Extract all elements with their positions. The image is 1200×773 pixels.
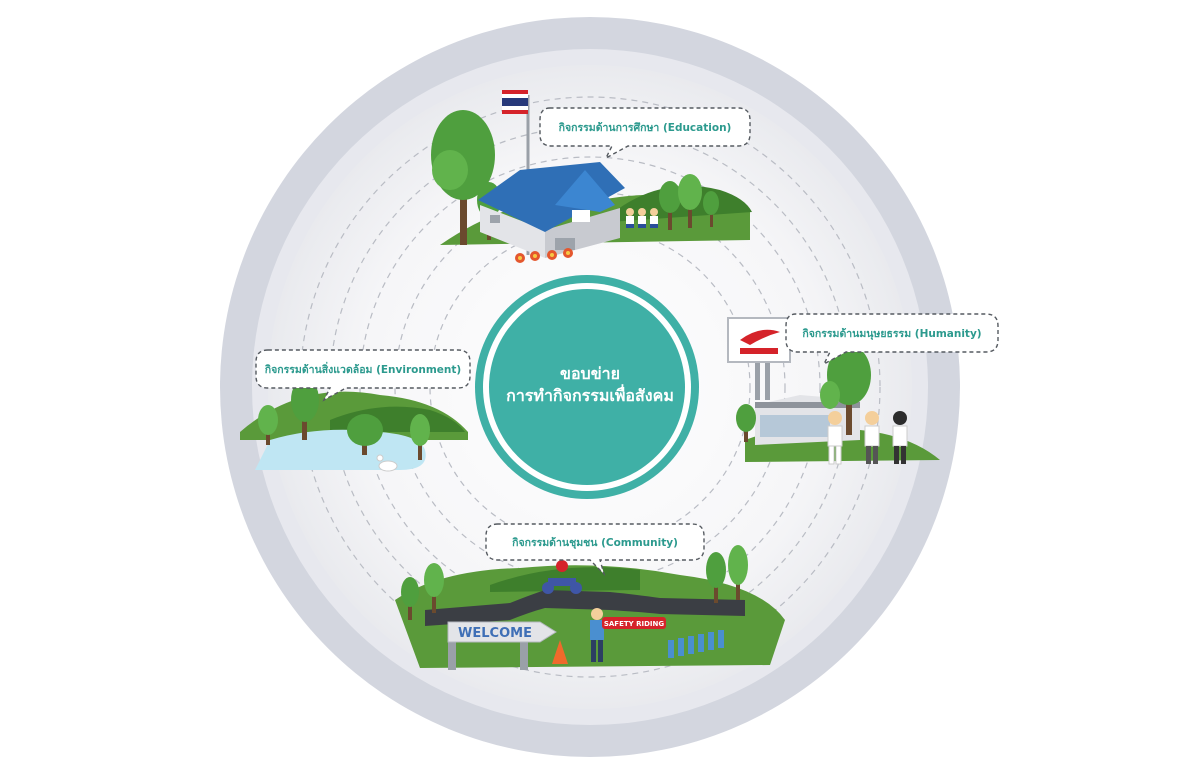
tree-icon bbox=[431, 110, 495, 245]
community-bubble-shape bbox=[485, 523, 705, 577]
humanity-scene bbox=[727, 313, 999, 465]
welcome-label: WELCOME bbox=[458, 626, 532, 641]
officer-icon bbox=[590, 608, 604, 662]
humanity-label: กิจกรรมด้านมนุษยธรรม (Humanity) bbox=[802, 327, 982, 340]
education-bubble-shape bbox=[539, 107, 751, 160]
students-icon bbox=[626, 208, 658, 228]
environment-bubble-shape bbox=[255, 349, 471, 402]
road-icon bbox=[425, 590, 745, 626]
center-title: ขอบข่าย การทำกิจกรรมเพื่อสังคม bbox=[490, 345, 690, 425]
safety-label: SAFETY RIDING bbox=[604, 620, 665, 628]
community-label: กิจกรรมด้านชุมชน (Community) bbox=[512, 536, 678, 549]
center-disc bbox=[489, 289, 685, 485]
tree-icon bbox=[401, 545, 748, 620]
rider-icon bbox=[542, 560, 582, 594]
environment-label: กิจกรรมด้านสิ่งแวดล้อม (Environment) bbox=[264, 363, 462, 376]
center-title-line2: การทำกิจกรรมเพื่อสังคม bbox=[506, 386, 674, 405]
students-row-icon bbox=[668, 630, 724, 658]
center-title-line1: ขอบข่าย bbox=[560, 364, 620, 383]
flower-icon bbox=[515, 248, 573, 263]
lake-icon bbox=[255, 429, 426, 470]
school-icon bbox=[478, 162, 625, 258]
education-label: กิจกรรมด้านการศึกษา (Education) bbox=[558, 121, 732, 134]
tree-icon bbox=[736, 345, 871, 442]
staff-icon bbox=[827, 411, 908, 465]
bird-icon bbox=[376, 454, 398, 472]
traffic-cone-icon bbox=[552, 640, 568, 664]
community-scene: WELCOME SAFETY RIDING bbox=[395, 523, 785, 670]
education-scene bbox=[431, 90, 752, 263]
honda-wing-icon bbox=[727, 317, 791, 363]
humanity-bubble-shape bbox=[785, 313, 999, 366]
safety-banner-icon: SAFETY RIDING bbox=[602, 617, 666, 629]
tree-icon bbox=[659, 174, 719, 230]
tree-icon bbox=[258, 378, 430, 460]
welcome-sign-icon: WELCOME bbox=[447, 621, 557, 670]
environment-scene bbox=[240, 349, 471, 472]
thai-flag-icon bbox=[502, 90, 528, 114]
billboard-post bbox=[755, 360, 760, 400]
